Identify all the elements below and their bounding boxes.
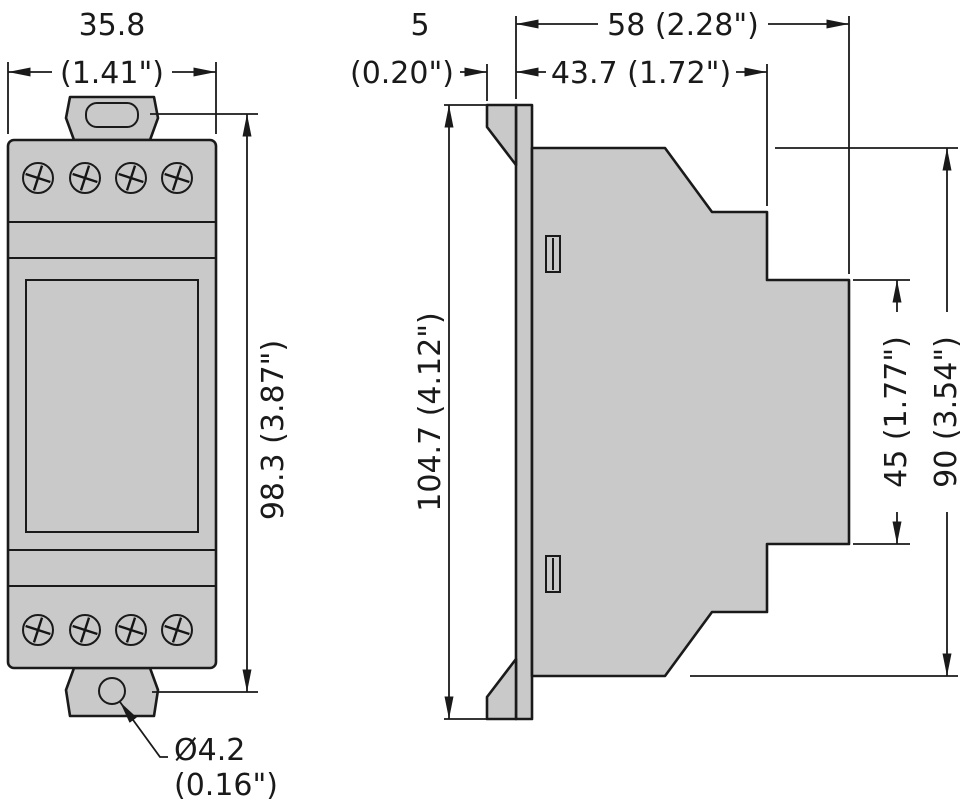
- dim-hole-metric-label: Ø4.2: [174, 733, 245, 768]
- side-bottom-hook: [485, 657, 518, 721]
- front-body: [6, 138, 218, 670]
- side-body: [530, 146, 851, 678]
- dim-overall-height: 104.7 (4.12"): [413, 104, 486, 720]
- dim-body-depth: 43.7 (1.72"): [486, 56, 768, 206]
- dim-front-width-imperial-label: (1.41"): [60, 56, 164, 91]
- dim-front-section-height: 45 (1.77"): [853, 279, 914, 545]
- dim-body-depth-label: 43.7 (1.72"): [551, 56, 731, 91]
- front-view: [6, 95, 218, 718]
- dim-body-height: 90 (3.54"): [690, 147, 964, 677]
- front-mounting-hole: [98, 677, 126, 705]
- dim-rail-offset-imperial-label: (0.20"): [350, 56, 454, 91]
- dim-hole-diameter: Ø4.2 (0.16"): [119, 701, 278, 803]
- dim-hole-imperial-label: (0.16"): [174, 768, 278, 803]
- dim-body-height-label: 90 (3.54"): [929, 336, 964, 488]
- side-latch-slot: [545, 235, 561, 273]
- front-center-panel: [25, 279, 199, 533]
- side-top-hook: [485, 103, 518, 167]
- dim-overall-depth-label: 58 (2.28"): [607, 8, 759, 43]
- dim-front-section-height-label: 45 (1.77"): [879, 336, 914, 488]
- dim-overall-height-label: 104.7 (4.12"): [413, 312, 448, 511]
- side-view: [485, 103, 851, 721]
- dim-rail-offset-metric-label: 5: [410, 8, 429, 43]
- dim-front-width-metric-label: 35.8: [79, 8, 146, 43]
- front-bottom-tab: [64, 666, 160, 718]
- front-top-tab-slot: [85, 102, 139, 128]
- side-latch-slot: [545, 555, 561, 593]
- dim-rail-offset: 5 (0.20"): [350, 8, 487, 91]
- dim-front-height: 98.3 (3.87"): [150, 113, 291, 693]
- side-back-plate: [514, 103, 534, 721]
- dim-overall-depth: 58 (2.28"): [515, 8, 850, 274]
- dim-front-height-label: 98.3 (3.87"): [256, 340, 291, 520]
- dim-front-width: 35.8 (1.41"): [7, 8, 217, 134]
